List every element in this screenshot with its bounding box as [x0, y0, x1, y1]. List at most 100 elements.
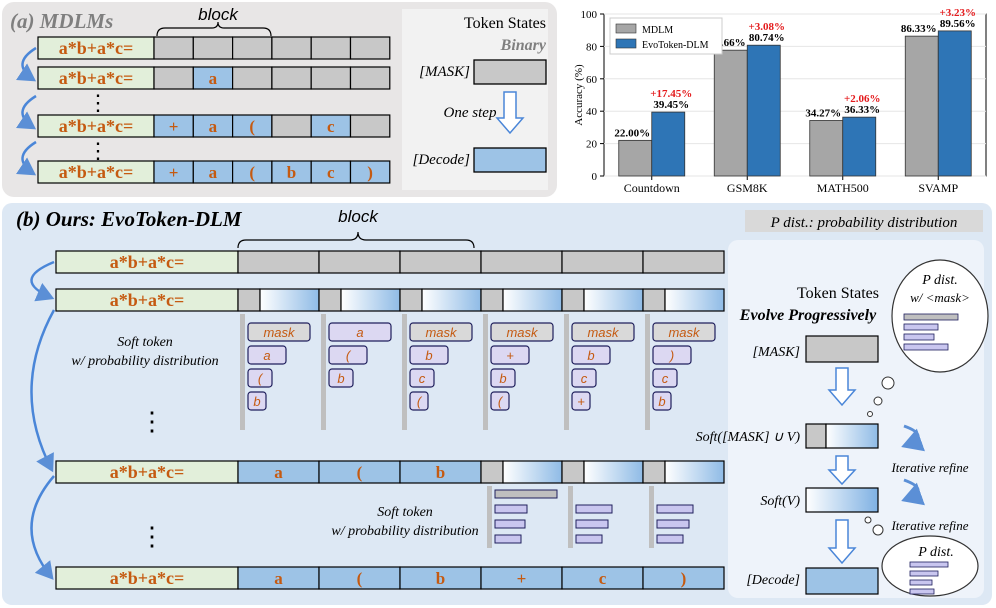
panel-b-mask-cell	[561, 250, 644, 274]
soft-bar	[494, 504, 528, 514]
chart-y-tick-label: 60	[586, 74, 598, 86]
chart-legend-swatch	[615, 23, 637, 34]
panel-a-loop-arrow	[15, 140, 37, 176]
refine-label-1: Iterative refine	[890, 460, 968, 475]
soft-token-chip	[409, 391, 429, 411]
panel-a-prompt-text: a*b+a*c=	[59, 116, 134, 136]
chart-bar	[618, 139, 653, 177]
soft-token-chip-text: (	[258, 371, 264, 386]
soft-token-chip-text: a	[263, 348, 270, 363]
side-decode-box	[805, 567, 879, 595]
soft-token-chip-text: b	[425, 348, 432, 363]
panel-a-token-text: a	[209, 163, 218, 182]
panel-b-mask-cell	[318, 250, 401, 274]
side-title: Token States	[797, 285, 879, 302]
soft-token-chip-text: )	[668, 348, 674, 363]
cloud2-line1: P dist.	[917, 545, 954, 560]
panel-a-token-cell	[310, 36, 352, 60]
panel-a-block-brace	[156, 21, 272, 37]
soft-token-chip	[652, 345, 692, 365]
soft-token-chip-text: +	[506, 348, 514, 363]
soft-token-chip	[328, 322, 392, 342]
side-mask-box	[805, 335, 879, 363]
panel-b-decoded-text: a	[274, 463, 283, 482]
soft-token-chip-text: b	[253, 394, 260, 409]
chart-legend-swatch	[615, 38, 637, 49]
soft-token-label-2b: w/ probability distribution	[331, 524, 478, 539]
soft-bar	[494, 519, 526, 529]
panel-b-title: (b) Ours: EvoToken-DLM	[16, 207, 243, 231]
panel-a-legend-step-arrow	[495, 91, 525, 135]
chart-gain-label: +17.45%	[650, 88, 692, 100]
soft-token-label-1b: w/ probability distribution	[71, 354, 218, 369]
chart-data-label: 80.74%	[749, 32, 785, 44]
soft-token-chip	[490, 368, 516, 388]
cloud1-bar	[903, 333, 935, 341]
chart-y-tick-label: 40	[586, 106, 598, 118]
chart-bar	[651, 111, 686, 177]
panel-b-block-label: block	[338, 207, 379, 226]
soft-column-stem	[402, 314, 407, 430]
soft-token-chip-text: +	[577, 394, 585, 409]
chart-x-tick-label: MATH500	[817, 181, 869, 195]
cloud1-line1: P dist.	[921, 273, 958, 288]
soft-token-chip-text: b	[587, 348, 594, 363]
soft-token-chip-text: (	[346, 348, 352, 363]
panel-a-token-text: c	[327, 117, 335, 136]
soft-token-chip-text: mask	[587, 325, 620, 340]
panel-b-soft-cell	[502, 460, 563, 484]
soft-token-chip-text: b	[499, 371, 506, 386]
chart-data-label: 89.56%	[940, 18, 976, 30]
panel-b-decoded-text: +	[517, 569, 527, 588]
panel-b-mask-cell	[642, 250, 725, 274]
chart-gain-label: +3.08%	[748, 21, 785, 33]
soft-token-chip	[652, 391, 672, 411]
soft-token-chip	[652, 322, 716, 342]
panel-a-loop-arrow	[15, 94, 37, 130]
panel-b-decoded-text: b	[436, 463, 445, 482]
cloud1-line2: w/ <mask>	[910, 290, 970, 305]
chart-legend-label: MDLM	[642, 25, 673, 36]
chart-x-tick-label: SVAMP	[918, 181, 958, 195]
chart-bar	[746, 44, 781, 177]
soft-bar	[575, 534, 603, 544]
soft-column-stem	[240, 314, 245, 430]
soft-column-stem	[483, 314, 488, 430]
panel-b-decoded-text: (	[357, 569, 363, 588]
soft-token-chip-text: (	[498, 394, 504, 409]
soft-bar	[656, 504, 694, 514]
panel-b-loop-arrow	[30, 309, 56, 473]
panel-a-token-cell	[271, 36, 312, 60]
panel-b-prompt-text: a*b+a*c=	[110, 290, 185, 310]
soft-token-chip	[409, 345, 449, 365]
chart-data-label: 36.33%	[844, 104, 880, 116]
side-decode-label: [Decode]	[746, 573, 800, 588]
side-soft-mask-box	[825, 423, 879, 449]
panel-a-legend-mask-box	[473, 59, 547, 85]
soft-bar	[656, 534, 684, 544]
soft-bar	[494, 489, 558, 499]
chart-gain-label: +3.23%	[939, 7, 976, 19]
pdist-note: P dist.: probability distribution	[770, 215, 958, 231]
soft-token-chip	[247, 368, 273, 388]
side-soft-v-box	[805, 487, 879, 513]
panel-b-soft-mask-part	[642, 288, 666, 312]
panel-a-token-text: )	[367, 163, 373, 182]
refine-label-2: Iterative refine	[890, 518, 968, 533]
chart-data-label: 34.27%	[805, 107, 841, 119]
chart-y-tick-label: 80	[586, 41, 598, 53]
soft-token-chip	[247, 391, 267, 411]
soft-token-chip-text: c	[662, 371, 669, 386]
panel-a-token-text: a	[209, 69, 218, 88]
panel-b-prompt-text: a*b+a*c=	[110, 462, 185, 482]
panel-b-soft-cell	[259, 288, 320, 312]
soft-token-chip	[571, 345, 611, 365]
soft-token-chip-text: mask	[506, 325, 539, 340]
chart-y-tick-label: 20	[586, 139, 598, 151]
chart-data-label: 22.00%	[614, 127, 650, 139]
soft-column-stem	[564, 314, 569, 430]
soft-token-chip	[247, 322, 311, 342]
